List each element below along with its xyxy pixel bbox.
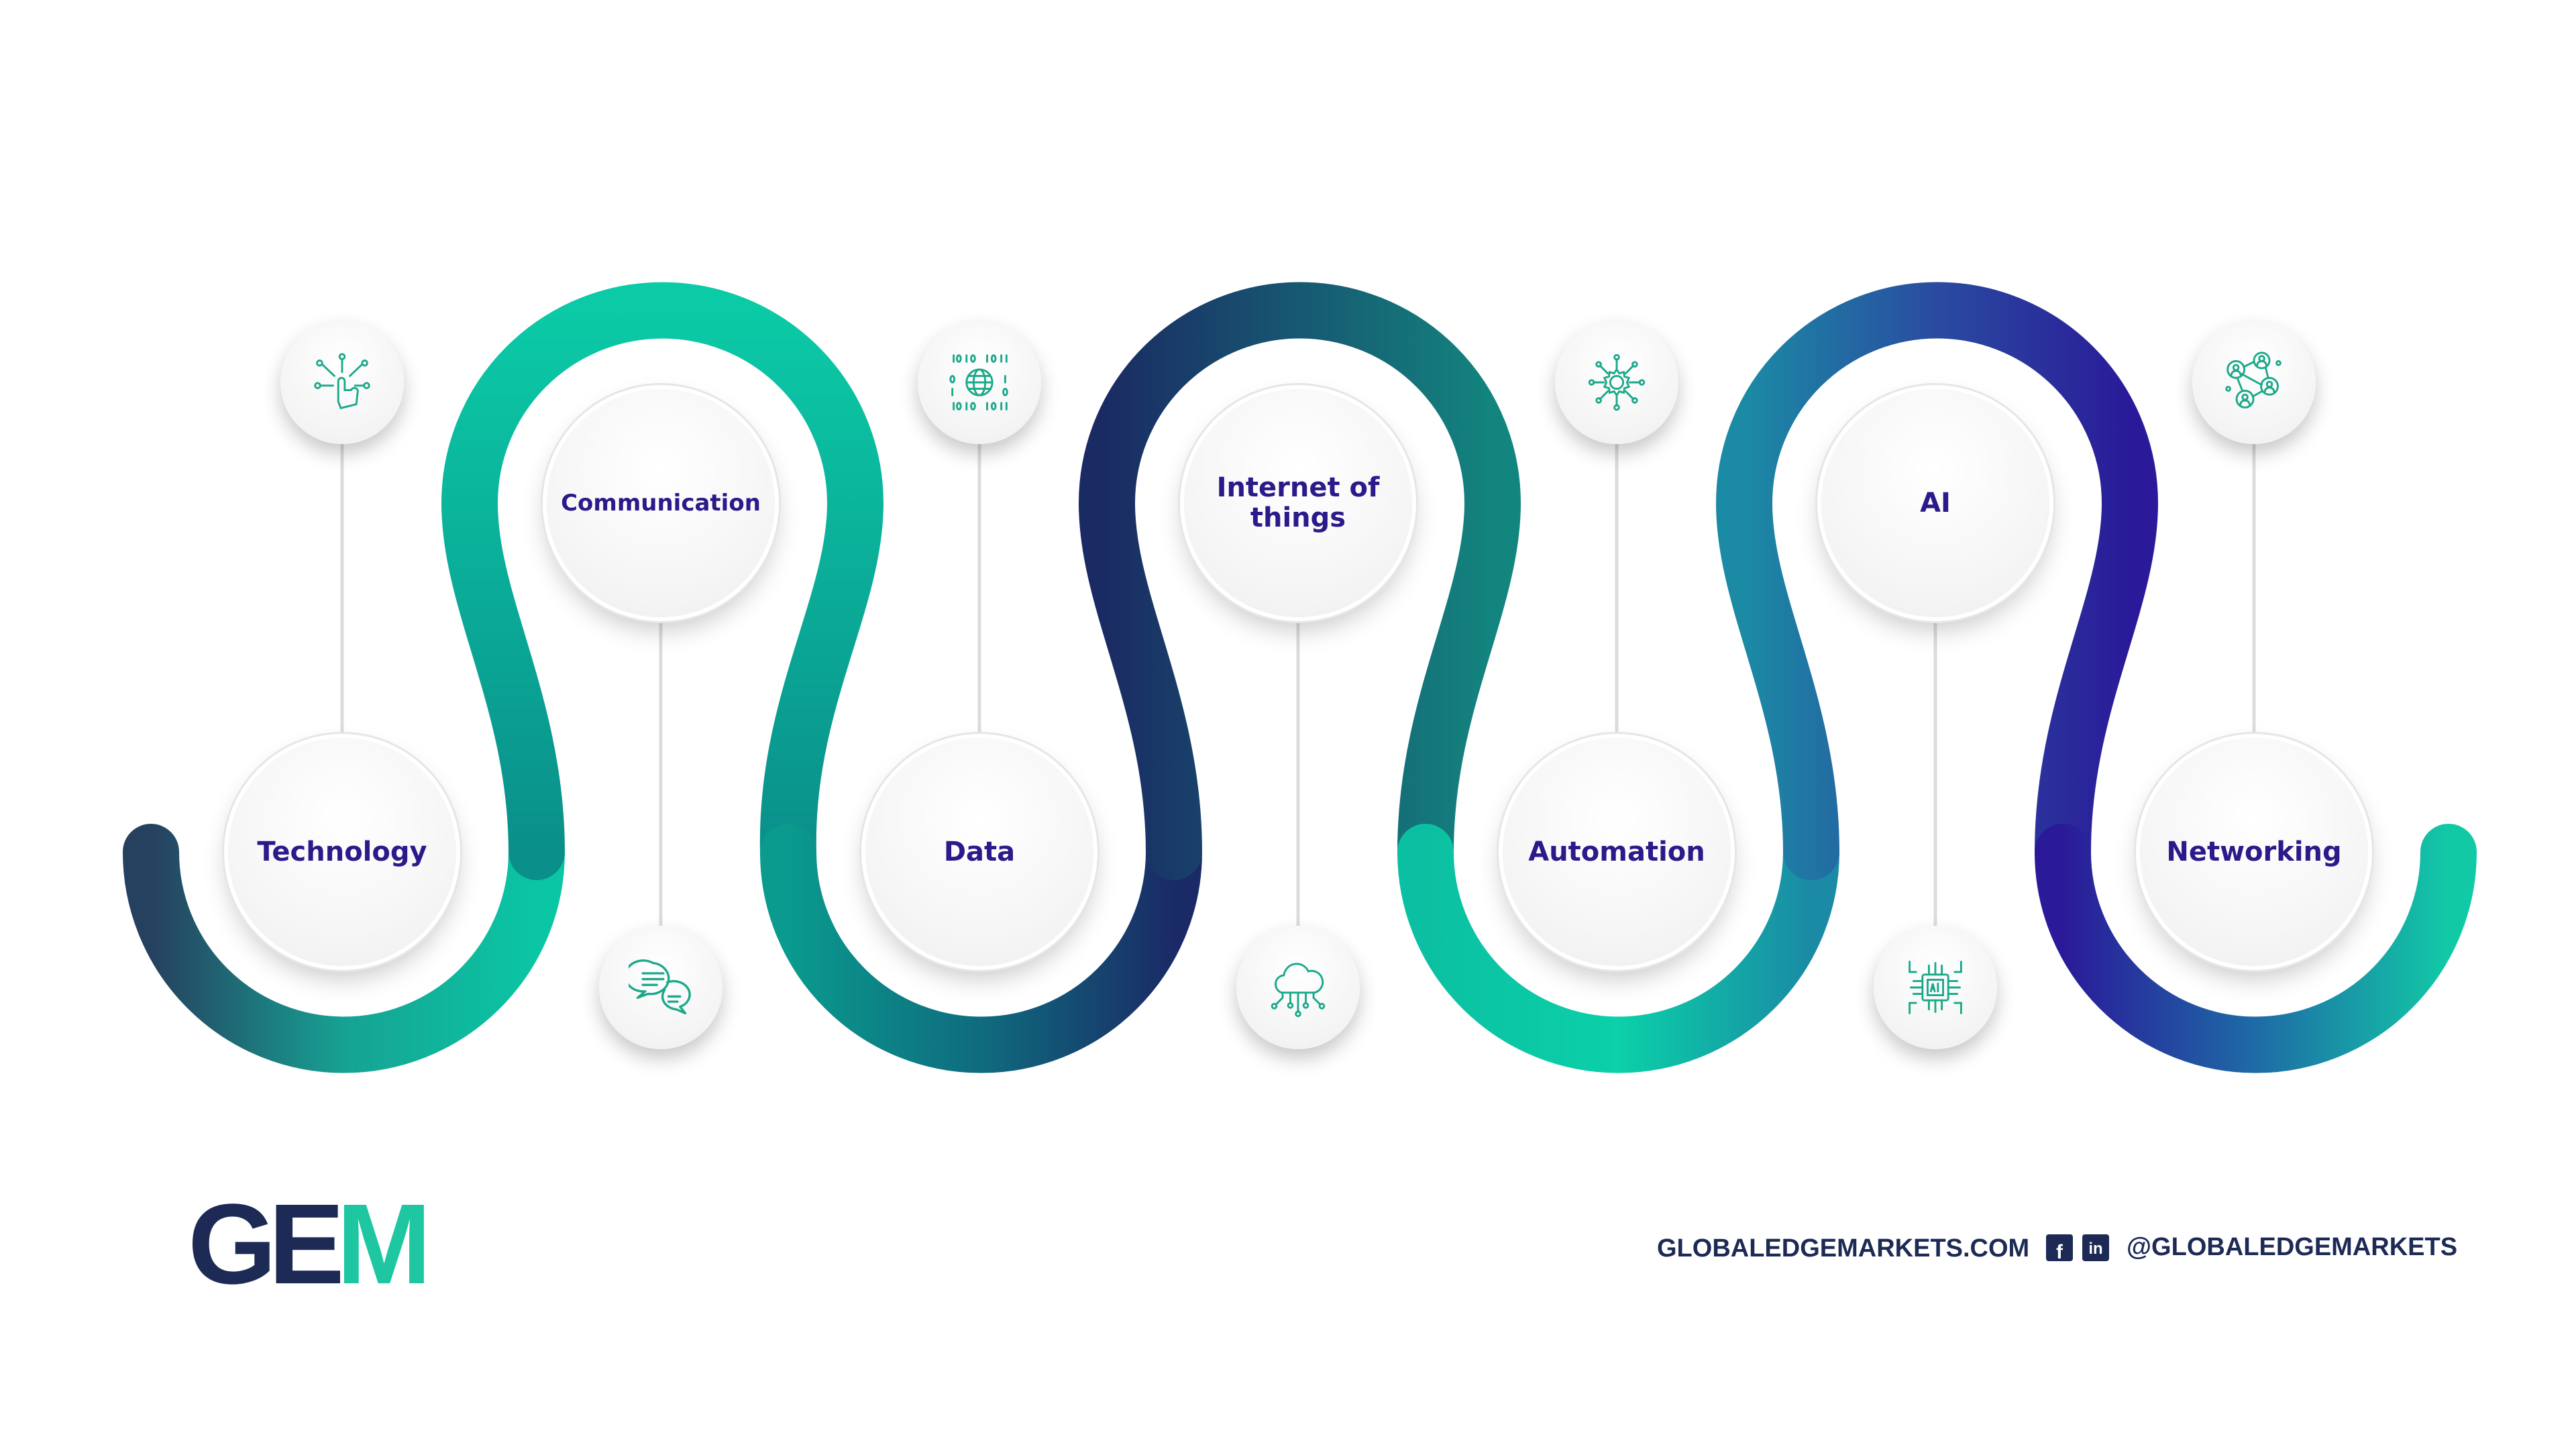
wave-ribbon [123,282,2477,1073]
node-technology: Technology [228,738,456,966]
linkedin-glyph: in [2088,1239,2103,1258]
facebook-glyph: f [2056,1240,2063,1263]
node-label: Data [943,836,1016,867]
node-internet-of-things: Internet of things [1184,389,1412,617]
website-link[interactable]: GLOBALEDGEMARKETS.COM [1657,1234,2030,1263]
facebook-icon[interactable]: f [2046,1234,2073,1263]
node-ai: AI [1821,389,2049,617]
connector-lines [340,443,2256,926]
logo-letter-e: E [268,1181,344,1308]
node-label: Automation [1528,836,1705,867]
gem-logo: GEM [188,1187,431,1301]
people-network-icon [2192,321,2316,444]
chat-bubbles-icon [599,926,722,1049]
node-label: Networking [2166,836,2342,867]
node-label: Technology [257,836,427,867]
node-data: Data [865,738,1093,966]
binary-globe-icon [918,321,1041,444]
node-networking: Networking [2140,738,2368,966]
touch-network-icon [280,321,404,444]
logo-letter-g: G [188,1181,276,1308]
ai-chip-icon [1874,926,1997,1049]
node-label: Internet of things [1216,472,1380,533]
node-automation: Automation [1503,738,1731,966]
node-communication: Communication [547,389,775,617]
node-label: AI [1920,487,1951,519]
social-handle[interactable]: @GLOBALEDGEMARKETS [2127,1233,2458,1261]
gear-network-icon [1555,321,1678,444]
cloud-network-icon [1236,926,1360,1049]
logo-letter-m: M [336,1181,432,1308]
linkedin-icon[interactable]: in [2082,1234,2109,1261]
social-handles: f in @GLOBALEDGEMARKETS [2046,1233,2457,1262]
node-label: Communication [561,489,761,517]
